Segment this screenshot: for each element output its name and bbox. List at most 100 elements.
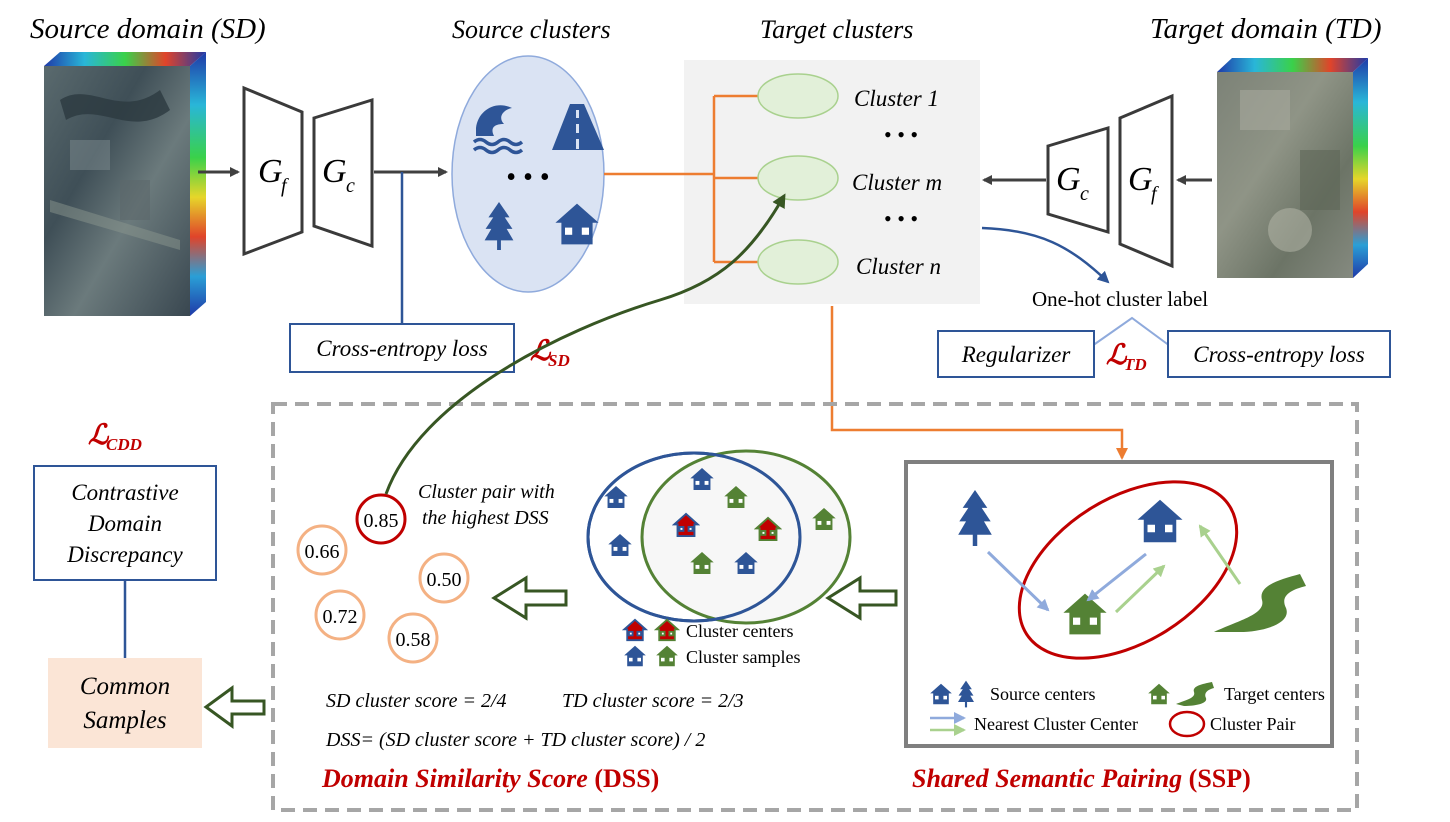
l-td-label: ℒ TD <box>1106 340 1147 374</box>
cluster-pair-ellipse <box>1017 480 1239 660</box>
svg-text:Cluster samples: Cluster samples <box>686 647 801 667</box>
ssp-title: Shared Semantic Pairing (SSP) <box>912 764 1251 793</box>
contrastive-domain-discrepancy-box: Contrastive Domain Discrepancy <box>33 465 217 581</box>
target-cluster-n <box>757 239 839 285</box>
svg-text:SD: SD <box>548 351 570 370</box>
target-cluster-1 <box>757 73 839 119</box>
svg-text:0.50: 0.50 <box>427 569 462 591</box>
dss-score-circles: 0.85 0.66 0.50 0.72 0.58 <box>296 493 470 664</box>
svg-text:0.58: 0.58 <box>396 629 431 651</box>
svg-text:0.66: 0.66 <box>305 541 340 563</box>
l-sd-label: ℒ SD <box>530 336 570 370</box>
td-cross-entropy-loss-box: Cross-entropy loss <box>1167 330 1391 378</box>
cluster-1-label: Cluster 1 <box>854 86 939 111</box>
svg-text:Cluster centers: Cluster centers <box>686 621 793 641</box>
cluster-ellipsis-top: • • • <box>884 122 918 147</box>
svg-text:Contrastive: Contrastive <box>71 480 178 505</box>
svg-text:G: G <box>258 153 283 190</box>
highest-dss-to-cluster-arrow <box>384 193 786 495</box>
sd-classifier-gc: G c <box>312 97 374 249</box>
svg-text:G: G <box>322 153 347 190</box>
highest-dss-note-line1: Cluster pair with <box>418 481 555 503</box>
svg-text:Cross-entropy loss: Cross-entropy loss <box>316 336 487 361</box>
dss-formula: DSS= (SD cluster score + TD cluster scor… <box>325 729 705 751</box>
svg-text:Cluster Pair: Cluster Pair <box>1210 714 1296 734</box>
house-center-icon <box>623 618 647 642</box>
svg-text:Discrepancy: Discrepancy <box>66 542 183 567</box>
svg-text:Nearest Cluster Center: Nearest Cluster Center <box>974 714 1138 734</box>
svg-text:CDD: CDD <box>106 435 142 454</box>
house-center-icon <box>655 618 679 642</box>
source-hyperspectral-image <box>44 52 206 316</box>
ssp-illustration <box>958 480 1306 660</box>
svg-text:0.85: 0.85 <box>364 510 399 532</box>
road-icon <box>1214 574 1306 632</box>
venn-legend: Cluster centers Cluster samples <box>623 618 801 667</box>
score-circle-highest <box>355 493 407 545</box>
ssp-to-pair-arrow <box>825 575 898 621</box>
pair-to-scores-arrow <box>491 575 568 621</box>
one-hot-split-lines <box>1091 316 1171 347</box>
cluster-pair-venn <box>586 449 852 625</box>
svg-text:• • •: • • • <box>506 162 549 193</box>
svg-text:f: f <box>281 175 289 197</box>
svg-text:Common: Common <box>80 673 170 700</box>
clusters-to-onehot-arrow <box>981 226 1110 284</box>
svg-text:Domain: Domain <box>87 511 162 536</box>
svg-text:ℒ: ℒ <box>1106 340 1128 371</box>
svg-text:c: c <box>1080 183 1089 205</box>
road-icon <box>552 104 604 150</box>
source-domain-title: Source domain (SD) <box>30 13 266 45</box>
cluster-n-label: Cluster n <box>856 254 941 279</box>
one-hot-cluster-label: One-hot cluster label <box>1032 287 1208 311</box>
dss-ssp-dashed-panel <box>271 402 1359 812</box>
cluster-ellipsis-bottom: • • • <box>884 206 918 231</box>
svg-text:Regularizer: Regularizer <box>961 342 1072 367</box>
water-icon <box>472 105 524 155</box>
road-icon <box>1176 682 1214 706</box>
svg-text:Samples: Samples <box>83 707 166 734</box>
target-clusters-title: Target clusters <box>760 15 913 44</box>
source-clusters-title: Source clusters <box>452 15 611 44</box>
l-cdd-label: ℒ CDD <box>88 420 142 454</box>
svg-text:Source centers: Source centers <box>990 684 1095 704</box>
target-cluster-m <box>757 155 839 201</box>
regularizer-box: Regularizer <box>937 330 1095 378</box>
target-domain-title: Target domain (TD) <box>1150 13 1382 45</box>
house-icon <box>656 645 678 667</box>
svg-text:Cross-entropy loss: Cross-entropy loss <box>1193 342 1364 367</box>
highest-dss-note-line2: the highest DSS <box>422 507 549 529</box>
svg-text:c: c <box>346 175 355 197</box>
sd-cluster-score: SD cluster score = 2/4 <box>326 690 507 712</box>
score-circle <box>314 589 366 641</box>
score-circle <box>418 552 470 604</box>
house-icon <box>608 533 632 557</box>
svg-text:G: G <box>1056 161 1081 198</box>
cluster-bracket <box>604 94 760 264</box>
svg-text:ℒ: ℒ <box>88 420 110 451</box>
score-circle <box>296 524 348 576</box>
svg-text:f: f <box>1151 183 1159 205</box>
svg-text:0.72: 0.72 <box>323 606 358 628</box>
ssp-legend: Source centers Target centers Nearest Cl… <box>930 680 1325 738</box>
score-circle <box>387 612 439 664</box>
dss-title: Domain Similarity Score (DSS) <box>321 764 659 793</box>
source-clusters-ellipse: • • • <box>451 55 605 293</box>
td-feature-extractor-gf: G f <box>1118 93 1174 269</box>
clusters-to-ssp-arrow <box>830 306 1128 460</box>
house-icon <box>624 645 646 667</box>
svg-text:Target centers: Target centers <box>1224 684 1325 704</box>
svg-text:G: G <box>1128 161 1153 198</box>
target-hyperspectral-image <box>1217 58 1368 278</box>
svg-text:ℒ: ℒ <box>530 336 552 367</box>
sd-cross-entropy-loss-box: Cross-entropy loss <box>289 323 515 373</box>
td-cluster-score: TD cluster score = 2/3 <box>562 690 744 712</box>
td-classifier-gc: G c <box>1046 125 1110 235</box>
dss-to-common-samples-arrow <box>203 685 266 729</box>
svg-text:TD: TD <box>1124 355 1147 374</box>
sd-feature-extractor-gf: G f <box>242 85 304 257</box>
common-samples-box: Common Samples <box>48 658 202 748</box>
cluster-m-label: Cluster m <box>852 170 942 195</box>
cluster-pair-legend-icon <box>1168 710 1206 738</box>
